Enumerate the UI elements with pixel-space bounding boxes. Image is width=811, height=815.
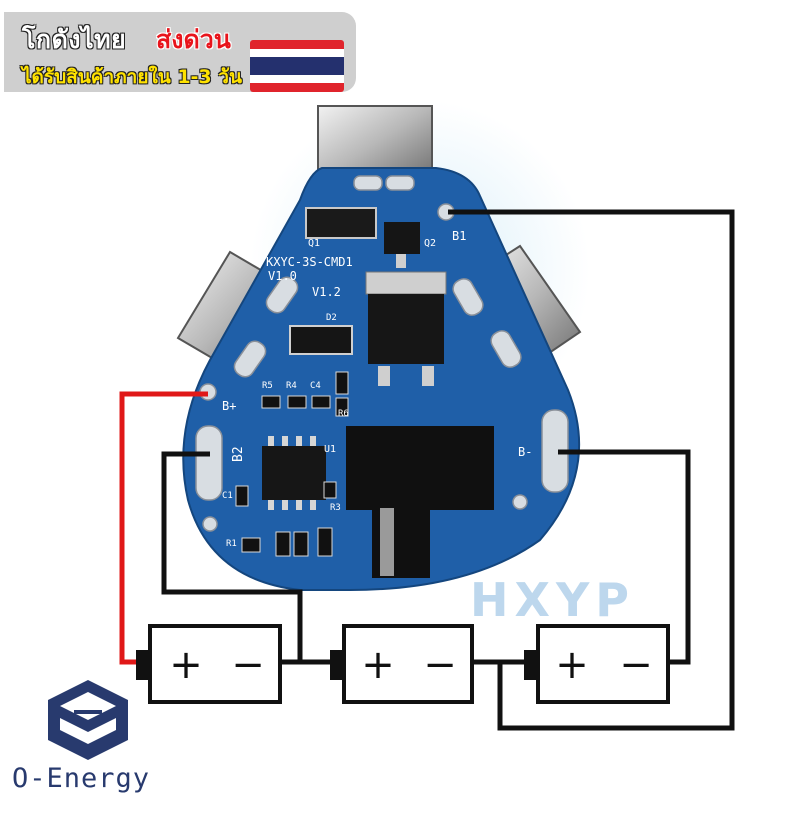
battery-minus-sign: − bbox=[423, 642, 457, 688]
battery-plus-sign: + bbox=[361, 642, 395, 688]
model-label: KXYC-3S-CMD1 bbox=[266, 255, 353, 269]
label-q1: Q1 bbox=[308, 238, 320, 249]
banner-express-text: ส่งด่วน bbox=[156, 25, 231, 54]
wire-b1 bbox=[448, 209, 735, 731]
banner-delivery-text: ได้รับสินค้าภายใน 1-3 วัน bbox=[22, 66, 242, 88]
label-c4: C4 bbox=[310, 381, 321, 391]
label-b-minus: B- bbox=[518, 445, 532, 459]
label-r6: R6 bbox=[338, 409, 349, 419]
thai-flag-icon bbox=[250, 40, 344, 92]
battery-plus-sign: + bbox=[169, 642, 203, 688]
silkscreen: KXYC-3S-CMD1 V1.0 V1.2 B+ B2 B1 B- U1 Q1… bbox=[222, 229, 532, 549]
banner-warehouse-text: โกดังไทย bbox=[22, 25, 127, 54]
battery-minus-sign: − bbox=[619, 642, 653, 688]
label-b-plus: B+ bbox=[222, 399, 236, 413]
wires bbox=[119, 209, 735, 731]
label-c1: C1 bbox=[222, 491, 233, 501]
brand-logo-icon bbox=[48, 680, 128, 760]
wire-b2 bbox=[161, 451, 338, 665]
watermark-text: HXYP bbox=[470, 573, 635, 627]
label-d2: D2 bbox=[326, 313, 337, 323]
version-b-label: V1.2 bbox=[312, 285, 341, 299]
label-r1: R1 bbox=[226, 539, 237, 549]
battery-plus-sign: + bbox=[555, 642, 589, 688]
label-b1: B1 bbox=[452, 229, 466, 243]
label-r3: R3 bbox=[330, 503, 341, 513]
battery-minus-sign: − bbox=[231, 642, 265, 688]
label-q2: Q2 bbox=[424, 238, 436, 249]
label-r4: R4 bbox=[286, 381, 297, 391]
version-a-label: V1.0 bbox=[268, 269, 297, 283]
battery-2: + − bbox=[330, 624, 474, 704]
brand-name: O-Energy bbox=[12, 763, 151, 794]
pcb-components bbox=[235, 207, 494, 578]
label-u1: U1 bbox=[324, 444, 336, 455]
battery-3: + − bbox=[524, 624, 670, 704]
battery-1: + − bbox=[136, 624, 282, 704]
label-r5: R5 bbox=[262, 381, 273, 391]
wire-b-minus bbox=[558, 449, 691, 665]
promo-banner: โกดังไทย ส่งด่วน ได้รับสินค้าภายใน 1-3 ว… bbox=[4, 12, 356, 92]
label-b2: B2 bbox=[231, 446, 246, 462]
